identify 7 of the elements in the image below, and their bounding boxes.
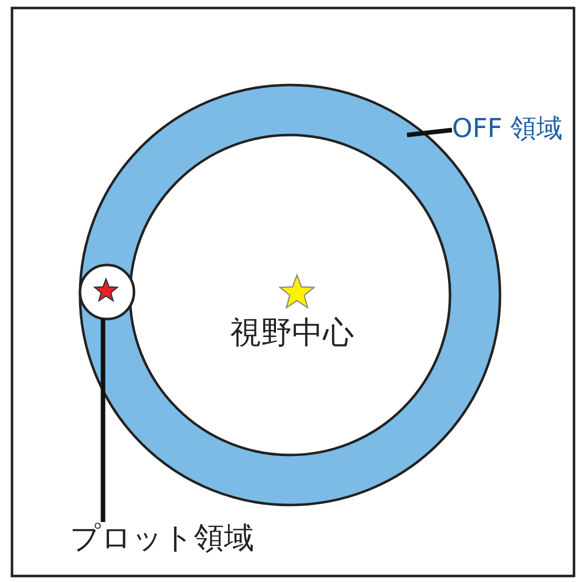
leader-line <box>100 319 106 522</box>
leader-line <box>406 128 452 138</box>
ring-region <box>78 84 502 506</box>
center-label: 視野中心 <box>230 318 354 349</box>
plot-circle <box>78 264 136 320</box>
region-label: プロット領域 <box>70 524 254 554</box>
region-label: OFF 領域 <box>452 116 563 142</box>
